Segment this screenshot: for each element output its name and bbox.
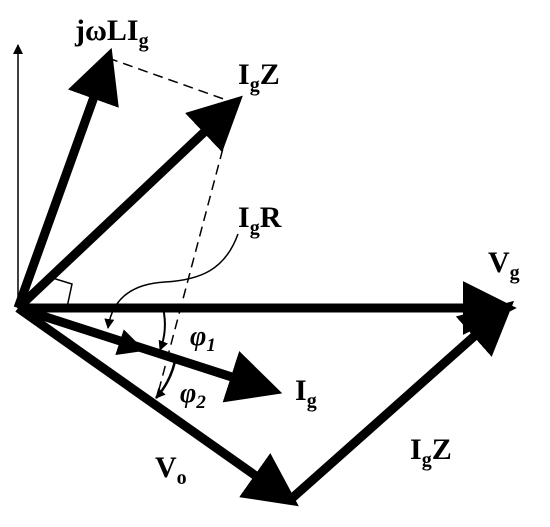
arc-phi2 [155,355,178,399]
arc-phi1 [158,307,168,351]
igr-leader [104,233,239,329]
arrow-igr-segment [27,310,146,356]
label-igz-lower: IgZ [410,433,452,471]
label-ig: Ig [295,374,317,412]
arrow-igz-lower [287,300,515,504]
dashed-line-top [107,57,236,104]
label-jwlig: jωLIg [74,14,149,52]
label-vg: Vg [488,246,520,284]
label-phi1: φ1 [190,321,216,356]
arrow-vo [15,304,299,507]
label-phi2: φ2 [180,378,206,413]
label-igz-upper: IgZ [238,58,280,96]
label-vo: Vo [155,451,187,489]
label-igr: IgR [238,201,282,239]
arrow-jwlig [13,47,119,310]
arrow-igz-upper [14,95,243,312]
